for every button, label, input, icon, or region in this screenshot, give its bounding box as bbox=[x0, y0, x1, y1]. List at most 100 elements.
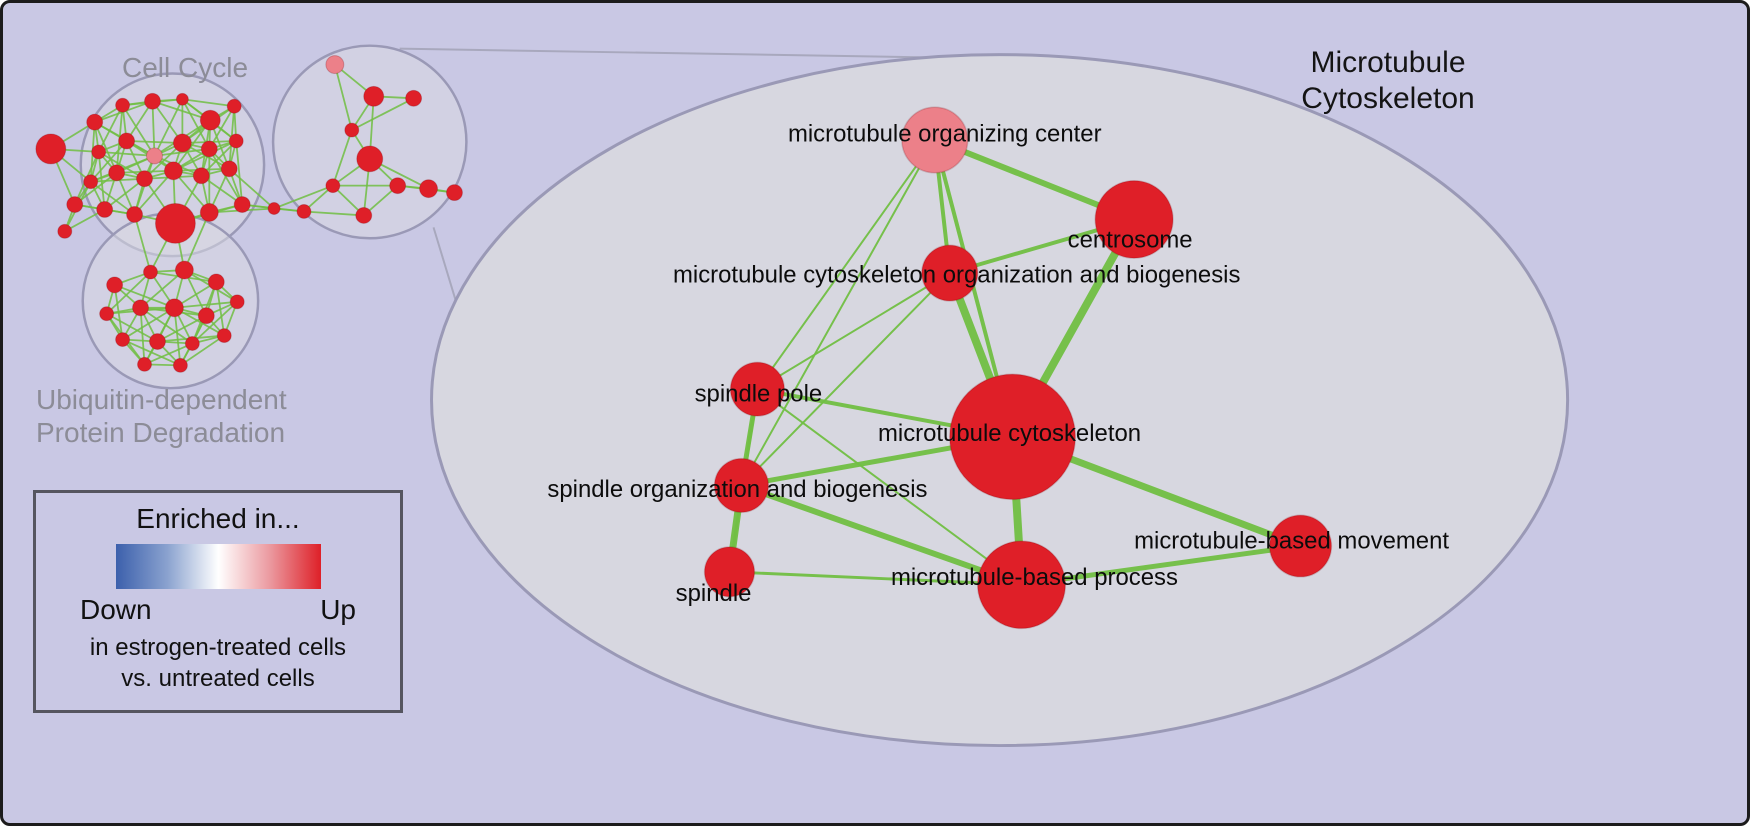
cluster-label-ubiquitin: Ubiquitin-dependent Protein Degradation bbox=[36, 383, 366, 449]
minimap-node bbox=[363, 85, 385, 107]
minimap-edge bbox=[235, 140, 244, 205]
zoom-node-label-spindle: spindle bbox=[676, 580, 752, 607]
minimap-edge bbox=[174, 300, 238, 309]
minimap-node bbox=[164, 298, 184, 318]
minimap-node bbox=[163, 161, 183, 181]
zoom-cluster-title-line2: Cytoskeleton bbox=[1301, 82, 1475, 115]
minimap-edge bbox=[106, 271, 152, 315]
minimap-edge bbox=[151, 101, 156, 156]
minimap-node bbox=[174, 260, 194, 280]
minimap-edge bbox=[97, 104, 124, 153]
zoom-cluster-title-line1: Microtubule bbox=[1310, 46, 1466, 79]
legend-caption-line1: in estrogen-treated cells bbox=[89, 634, 347, 661]
zoom-edge-spindle-mbp bbox=[728, 570, 1023, 587]
minimap-edge bbox=[104, 178, 146, 211]
minimap-node bbox=[126, 206, 144, 223]
minimap-node bbox=[199, 203, 219, 222]
minimap-node bbox=[132, 299, 149, 317]
minimap-edge bbox=[228, 168, 275, 210]
minimap-edge bbox=[173, 306, 225, 337]
zoom-node-label-spindle_pole: spindle pole bbox=[695, 381, 823, 408]
minimap-edge bbox=[74, 172, 118, 206]
minimap-node bbox=[57, 223, 73, 239]
minimap-node bbox=[148, 333, 166, 350]
minimap-edge bbox=[133, 214, 152, 273]
minimap-edge bbox=[121, 104, 156, 157]
minimap-edge bbox=[122, 307, 175, 341]
minimap-node bbox=[356, 145, 384, 173]
zoom-node-spindle bbox=[703, 546, 756, 598]
minimap-node bbox=[445, 184, 463, 202]
minimap-node bbox=[405, 89, 423, 107]
zoom-node-label-mbm: microtubule-based movement bbox=[1134, 527, 1449, 554]
minimap-node bbox=[229, 294, 245, 310]
zoom-node-label-mbp: microtubule-based process bbox=[891, 564, 1178, 591]
minimap-node bbox=[267, 202, 281, 215]
minimap-edge bbox=[154, 148, 210, 157]
minimap-nodes bbox=[35, 55, 463, 373]
minimap-node bbox=[86, 113, 104, 131]
minimap-node bbox=[66, 196, 84, 213]
minimap-edge bbox=[152, 100, 211, 121]
minimap-node bbox=[228, 133, 244, 149]
zoom-node-spindle_pole bbox=[729, 361, 786, 417]
minimap-edge bbox=[172, 170, 210, 214]
minimap-edge bbox=[333, 64, 353, 131]
zoom-nodes bbox=[703, 106, 1333, 630]
zoom-node-mc bbox=[948, 373, 1077, 501]
zoom-node-mcob bbox=[921, 244, 979, 302]
minimap-node bbox=[35, 133, 67, 165]
minimap-node bbox=[106, 276, 124, 294]
minimap-node bbox=[154, 203, 196, 244]
zoom-edge-mcob-spindle_pole bbox=[756, 272, 951, 391]
zoom-node-centrosome bbox=[1094, 179, 1174, 259]
cluster-label-ubiquitin-line1: Ubiquitin-dependent bbox=[36, 384, 287, 415]
minimap-edge bbox=[98, 151, 145, 180]
minimap-node bbox=[146, 147, 163, 165]
minimap-edge bbox=[332, 129, 353, 186]
minimap-edge bbox=[173, 140, 237, 172]
minimap-edge bbox=[139, 269, 185, 309]
cluster-label-ubiquitin-line2: Protein Degradation bbox=[36, 417, 286, 448]
minimap-node bbox=[192, 167, 210, 185]
minimap-edge bbox=[303, 210, 364, 217]
zoom-edge-moc-spindle_pole bbox=[756, 139, 936, 391]
minimap-edge bbox=[351, 97, 414, 131]
minimap-node bbox=[200, 140, 218, 158]
minimap-node bbox=[233, 196, 251, 213]
minimap-edge bbox=[179, 334, 225, 367]
zoom-node-spindle_org bbox=[713, 457, 770, 514]
minimap-node bbox=[355, 207, 373, 224]
minimap-node bbox=[136, 170, 153, 188]
minimap-node bbox=[96, 201, 114, 218]
minimap-node bbox=[172, 133, 192, 153]
minimap-edge bbox=[183, 212, 211, 271]
minimap-node bbox=[143, 264, 158, 280]
zoom-edge-spindle_pole-mbp bbox=[756, 388, 1023, 586]
zoom-edge-mbp-mbm bbox=[1019, 543, 1304, 588]
minimap-edge bbox=[157, 314, 207, 343]
minimap-node bbox=[91, 144, 107, 160]
legend-up-label: Up bbox=[320, 594, 356, 625]
zoom-edge-moc-spindle_org bbox=[740, 139, 936, 487]
legend-gradient-bar bbox=[115, 544, 321, 589]
minimap-edge bbox=[173, 307, 182, 366]
magnifier-line bbox=[399, 47, 1002, 60]
minimap-node bbox=[207, 273, 225, 291]
minimap-node bbox=[197, 307, 215, 325]
zoom-node-label-mc: microtubule cytoskeleton bbox=[878, 420, 1141, 447]
minimap-node bbox=[118, 132, 136, 150]
legend-caption-line2: vs. untreated cells bbox=[121, 665, 315, 692]
legend-scale-labels: Down Up bbox=[36, 589, 400, 626]
minimap-node bbox=[226, 98, 242, 114]
minimap-node bbox=[115, 332, 131, 347]
legend: Enriched in... Down Up in estrogen-treat… bbox=[33, 490, 403, 713]
zoom-node-labels: microtubule organizing centercentrosomem… bbox=[547, 120, 1449, 607]
minimap-edge bbox=[106, 312, 158, 343]
network-scene: microtubule organizing centercentrosomem… bbox=[35, 44, 1570, 748]
zoom-node-mbm bbox=[1268, 514, 1333, 578]
minimap-node bbox=[220, 160, 238, 178]
minimap-edge bbox=[181, 98, 211, 150]
minimap-edge bbox=[133, 170, 175, 216]
